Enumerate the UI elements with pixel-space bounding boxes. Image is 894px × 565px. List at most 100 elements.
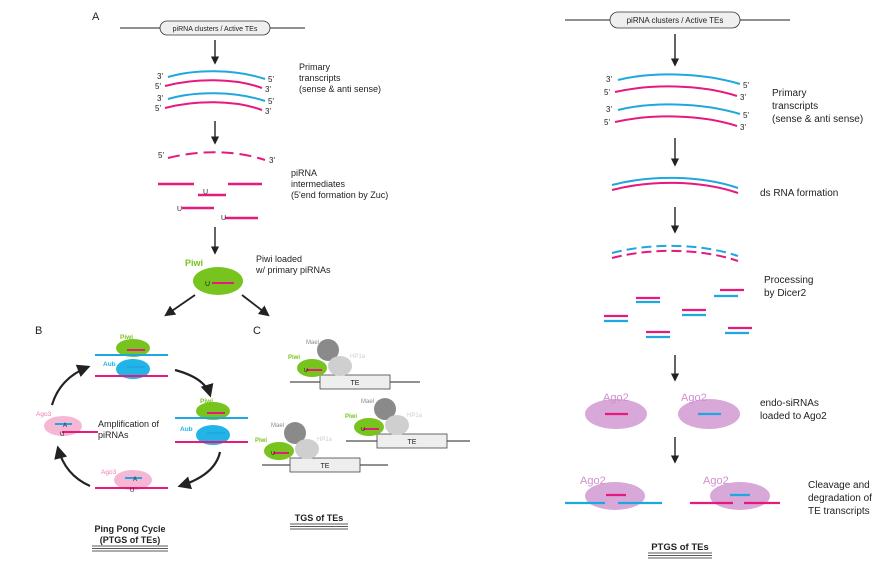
left-primary-text-2: transcripts	[299, 73, 341, 83]
tgs-complex-3	[262, 422, 388, 473]
processing-text-2: by Dicer2	[764, 288, 807, 299]
ago3-label: Ago3	[36, 411, 52, 418]
tgs-underline	[290, 523, 348, 530]
ago3-u-label-2: U	[130, 488, 134, 494]
left-intermediates-text-1: piRNA	[291, 168, 317, 178]
left-intermediates-text-2: intermediates	[291, 179, 346, 189]
tgs-te-label-3: TE	[321, 463, 330, 470]
right-end-label: 3'	[740, 123, 746, 132]
left-end-label: 5'	[268, 97, 274, 106]
tgs-hp1a-label-2: HP1a	[407, 413, 423, 419]
left-cluster-label: piRNA clusters / Active TEs	[173, 26, 258, 33]
ptgs-underline	[648, 552, 712, 559]
tgs-u-label: U	[304, 368, 308, 374]
pingpong-aub-label-2: Aub	[180, 426, 193, 433]
tgs-title: TGS of TEs	[295, 513, 344, 523]
pingpong-cycle-arrows	[50, 364, 222, 490]
ago2-loaded-2	[678, 399, 740, 429]
tgs-hp1a-label-3: HP1a	[317, 437, 333, 443]
left-end-label: 5'	[155, 82, 161, 91]
piwi-loaded-text-2: w/ primary piRNAs	[255, 265, 331, 275]
right-primary-text-2: transcripts	[772, 101, 818, 112]
tgs-hp1a-label: HP1a	[350, 354, 366, 360]
pingpong-aub-label: Aub	[103, 361, 116, 368]
tgs-piwi-label-3: Piwi	[255, 438, 267, 444]
left-primary-transcripts	[164, 70, 266, 111]
piwi-u-label: U	[205, 281, 210, 288]
left-cluster-locus: piRNA clusters / Active TEs	[120, 20, 305, 36]
tgs-u-label-3: U	[271, 451, 275, 457]
right-cluster-label: piRNA clusters / Active TEs	[627, 16, 724, 25]
left-end-label: 5'	[158, 151, 164, 160]
piwi-label: Piwi	[185, 258, 203, 268]
left-end-label: 3'	[269, 156, 275, 165]
tgs-piwi-label: Piwi	[288, 355, 300, 361]
pingpong-right-complex	[175, 402, 248, 445]
left-end-label: 5'	[268, 75, 274, 84]
left-end-label: 3'	[157, 72, 163, 81]
ago3-a-label: A	[63, 423, 67, 429]
right-end-label: 5'	[743, 81, 749, 90]
processing-text-1: Processing	[764, 275, 813, 286]
right-primary-text-1: Primary	[772, 88, 806, 99]
endo-text-2: loaded to Ago2	[760, 411, 827, 422]
right-primary-text-3: (sense & anti sense)	[772, 114, 863, 125]
ago2-label-3: Ago2	[580, 475, 606, 487]
tgs-mael-label-3: Mael	[271, 423, 284, 429]
right-end-label: 5'	[604, 88, 610, 97]
left-primary-text-1: Primary	[299, 62, 330, 72]
piwi-loaded-text-1: Piwi loaded	[256, 254, 302, 264]
arrow-to-tgs	[241, 294, 270, 317]
ago2-cleavage-1	[565, 482, 662, 510]
pingpong-bottom-complex	[95, 470, 168, 490]
right-dsrna	[611, 176, 739, 194]
right-end-label: 3'	[740, 93, 746, 102]
dsrna-text: ds RNA formation	[760, 188, 838, 199]
cleavage-text-2: degradation of	[808, 493, 872, 504]
left-intermediates-text-3: (5'end formation by Zuc)	[291, 190, 388, 200]
left-end-label: 3'	[265, 85, 271, 94]
left-fragmented-transcript	[167, 151, 266, 161]
arrow-to-pingpong	[164, 294, 196, 317]
left-u-label: U	[221, 215, 226, 222]
left-end-label: 3'	[265, 107, 271, 116]
pingpong-top-complex	[95, 339, 168, 379]
panel-c-label: C	[253, 325, 261, 337]
ptgs-title: PTGS of TEs	[651, 542, 709, 553]
right-end-label: 3'	[606, 105, 612, 114]
ago2-label-1: Ago2	[603, 392, 629, 404]
right-diced-dsrna	[611, 244, 739, 262]
panel-b-label: B	[35, 325, 42, 337]
left-end-label: 5'	[155, 104, 161, 113]
right-sirna-fragments	[604, 288, 752, 339]
amplification-text-2: piRNAs	[98, 430, 129, 440]
tgs-te-label: TE	[351, 380, 360, 387]
ago2-label-4: Ago2	[703, 475, 729, 487]
pingpong-piwi-label: Piwi	[120, 334, 133, 341]
right-primary-transcripts	[614, 73, 741, 127]
pingpong-left-complex	[44, 416, 98, 436]
tgs-piwi-label-2: Piwi	[345, 414, 357, 420]
left-end-label: 3'	[157, 94, 163, 103]
tgs-complex-2	[346, 398, 470, 449]
left-u-label: U	[203, 189, 208, 196]
endo-text-1: endo-siRNAs	[760, 398, 819, 409]
cleavage-text-1: Cleavage and	[808, 480, 870, 491]
tgs-complex-1	[290, 339, 420, 390]
left-primary-text-3: (sense & anti sense)	[299, 84, 381, 94]
panel-a-label: A	[92, 11, 100, 23]
amplification-text-1: Amplification of	[98, 419, 160, 429]
ago3-u-label: U	[60, 432, 64, 438]
pingpong-underline	[92, 545, 168, 552]
right-end-label: 5'	[604, 118, 610, 127]
tgs-mael-label-2: Mael	[361, 399, 374, 405]
right-cluster-locus: piRNA clusters / Active TEs	[565, 11, 790, 29]
ago2-cleavage-2	[690, 482, 780, 510]
ago3-a-label-2: A	[133, 477, 137, 483]
tgs-u-label-2: U	[361, 427, 365, 433]
ago2-loaded-1	[585, 399, 647, 429]
pingpong-piwi-label-2: Piwi	[200, 398, 213, 405]
tgs-te-label-2: TE	[408, 439, 417, 446]
piwi-complex	[193, 267, 243, 295]
